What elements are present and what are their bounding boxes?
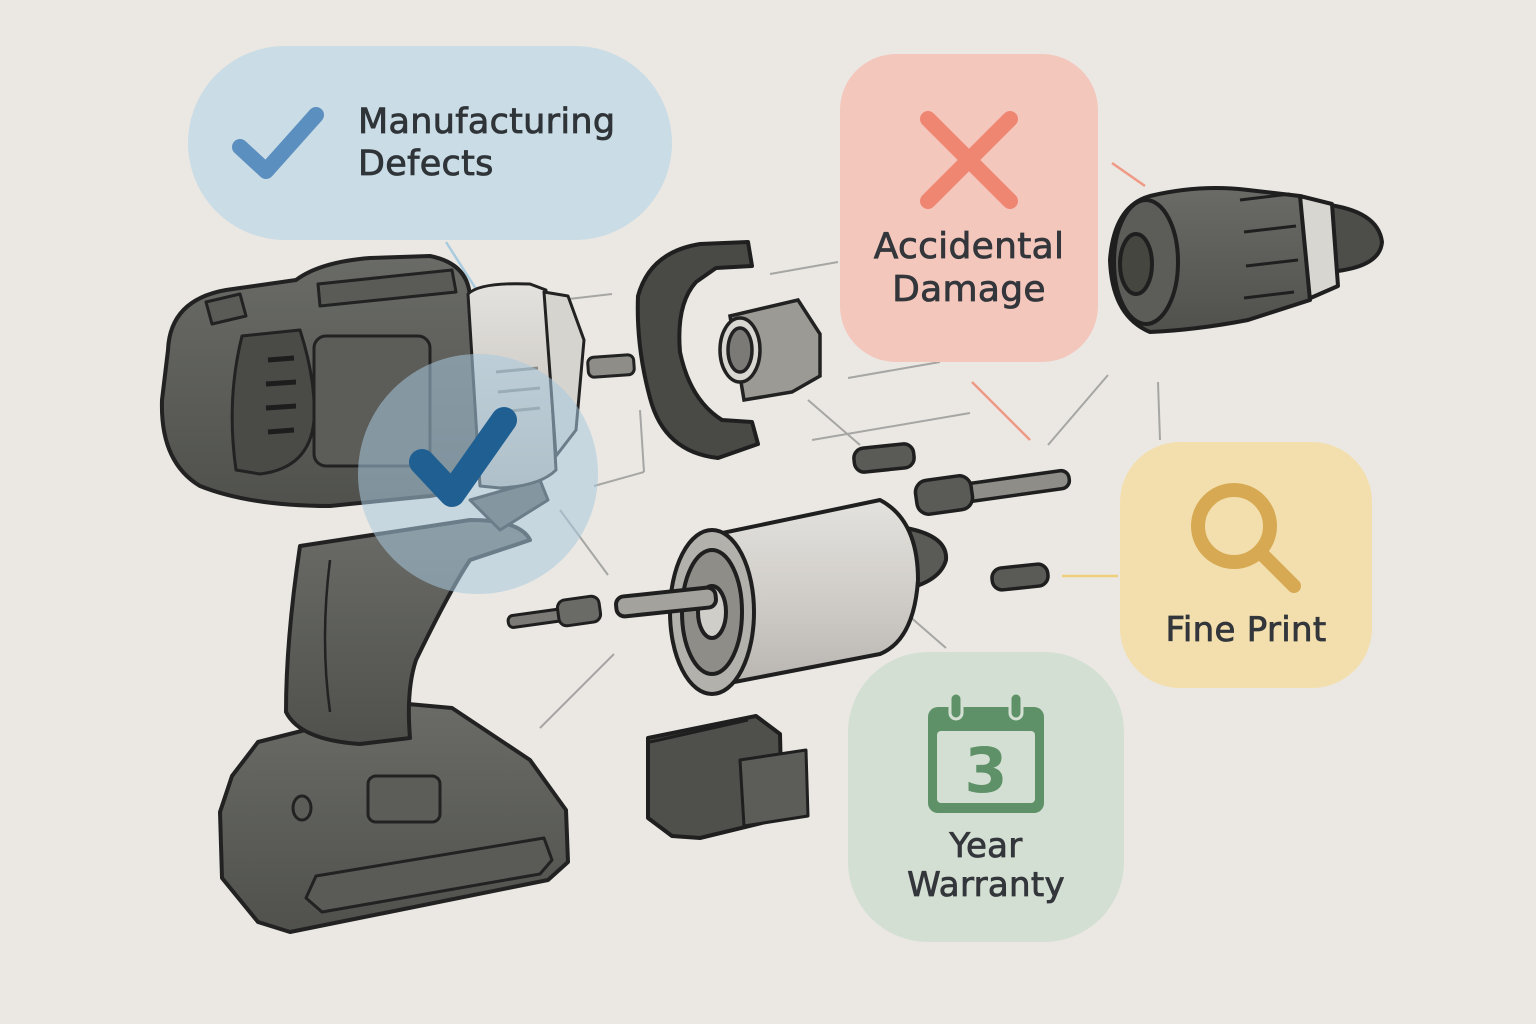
keyless-chuck: [1108, 186, 1384, 334]
covered-overlay-badge: [358, 354, 598, 594]
callout-label: Year Warranty: [907, 825, 1065, 905]
small-pin-upper: [852, 442, 916, 474]
calendar-number: 3: [964, 734, 1007, 807]
checkmark-icon: [232, 107, 324, 179]
calendar-icon: 3: [928, 691, 1044, 813]
spindle-shaft: [913, 468, 1072, 516]
stepped-pin: [506, 594, 603, 629]
x-mark-icon: [920, 110, 1018, 209]
callout-label: Accidental Damage: [873, 225, 1065, 310]
callout-manufacturing-defects: Manufacturing Defects: [188, 46, 672, 240]
callout-label: Fine Print: [1165, 609, 1327, 650]
checkmark-icon: [409, 407, 517, 507]
leader-lines: [539, 261, 1161, 729]
callout-fine-print: Fine Print: [1120, 442, 1372, 688]
callout-warranty: 3 Year Warranty: [848, 652, 1124, 942]
gearbox-clamp: [635, 240, 760, 460]
battery-connector-block: [646, 714, 810, 840]
callout-label: Manufacturing Defects: [358, 102, 616, 185]
magnifier-icon: [1191, 482, 1301, 593]
callout-accidental-damage: Accidental Damage: [840, 54, 1098, 362]
planetary-gear: [718, 298, 822, 403]
small-pin-lower: [990, 562, 1050, 592]
drill-body: [159, 254, 636, 934]
motor: [614, 498, 949, 696]
